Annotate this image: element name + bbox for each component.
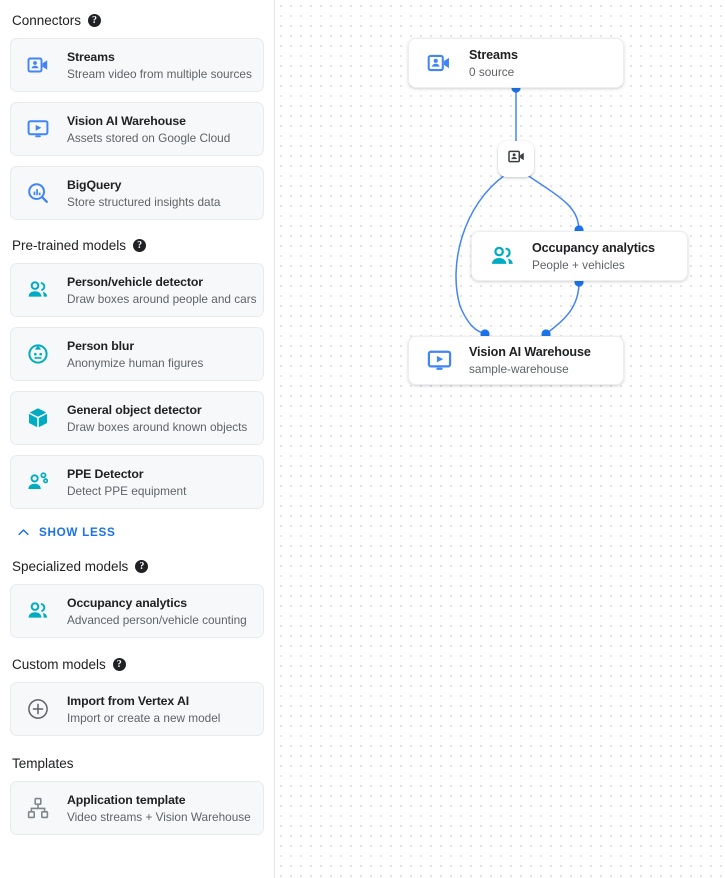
section-header-templates: Templates: [10, 756, 264, 771]
edge-mini-to-warehouse: [455, 174, 506, 335]
section-header-specialized-models: Specialized models ?: [10, 559, 264, 574]
section-header-custom-models: Custom models ?: [10, 657, 264, 672]
graph-node-title: Streams: [469, 47, 518, 62]
show-less-label: SHOW LESS: [39, 526, 116, 539]
account-tree-icon: [25, 795, 51, 821]
edge-occupancy-to-warehouse: [545, 281, 580, 335]
people-icon: [25, 277, 51, 303]
sidebar-item-bigquery[interactable]: BigQuery Store structured insights data: [10, 166, 264, 220]
graph-node-subtitle: sample-warehouse: [469, 362, 569, 376]
sidebar-item-occupancy-analytics[interactable]: Occupancy analytics Advanced person/vehi…: [10, 584, 264, 638]
sidebar-item-subtitle: Video streams + Vision Warehouse: [67, 809, 251, 824]
sidebar-item-subtitle: Detect PPE equipment: [67, 483, 187, 498]
graph-node-streams[interactable]: Streams 0 source: [408, 38, 624, 88]
help-icon[interactable]: ?: [135, 560, 149, 573]
sidebar-item-title: Streams: [67, 49, 115, 64]
sidebar-item-title: Vision AI Warehouse: [67, 113, 186, 128]
chevron-up-icon: [16, 525, 31, 540]
sidebar-item-subtitle: Advanced person/vehicle counting: [67, 612, 247, 627]
section-header-connectors: Connectors ?: [10, 13, 264, 28]
sidebar-item-subtitle: Draw boxes around known objects: [67, 419, 248, 434]
sidebar-item-streams[interactable]: Streams Stream video from multiple sourc…: [10, 38, 264, 92]
sidebar-item-vision-ai-warehouse[interactable]: Vision AI Warehouse Assets stored on Goo…: [10, 102, 264, 156]
edge-mini-to-occupancy: [526, 174, 580, 231]
sidebar-item-subtitle: Draw boxes around people and cars: [67, 291, 257, 306]
section-header-pretrained-models: Pre-trained models ?: [10, 238, 264, 253]
help-icon[interactable]: ?: [133, 239, 147, 252]
sidebar-item-subtitle: Import or create a new model: [67, 710, 221, 725]
video-camera-person-icon: [25, 52, 51, 78]
sidebar-item-title: Person/vehicle detector: [67, 274, 203, 289]
component-sidebar: Connectors ? Streams Stream video from m…: [0, 0, 275, 878]
video-camera-person-icon: [425, 49, 453, 77]
ppe-person-icon: [25, 469, 51, 495]
section-title: Connectors: [12, 13, 82, 28]
section-title: Pre-trained models: [12, 238, 127, 253]
sidebar-item-subtitle: Assets stored on Google Cloud: [67, 130, 231, 145]
people-icon: [25, 598, 51, 624]
sidebar-item-title: Occupancy analytics: [67, 595, 188, 610]
graph-canvas[interactable]: Streams 0 source: [275, 0, 725, 878]
people-icon: [488, 242, 516, 270]
sidebar-item-title: Application template: [67, 792, 186, 807]
bigquery-search-icon: [25, 180, 51, 206]
plus-circle-icon: [25, 696, 51, 722]
section-title: Custom models: [12, 657, 106, 672]
sidebar-item-title: Person blur: [67, 338, 134, 353]
sidebar-item-ppe-detector[interactable]: PPE Detector Detect PPE equipment: [10, 455, 264, 509]
graph-node-stream-source-mini[interactable]: [498, 141, 534, 177]
sidebar-item-title: BigQuery: [67, 177, 122, 192]
help-icon[interactable]: ?: [88, 14, 102, 27]
graph-node-title: Occupancy analytics: [532, 240, 655, 255]
sidebar-item-person-blur[interactable]: Person blur Anonymize human figures: [10, 327, 264, 381]
sidebar-item-subtitle: Stream video from multiple sources: [67, 66, 252, 81]
sidebar-item-general-object-detector[interactable]: General object detector Draw boxes aroun…: [10, 391, 264, 445]
section-title: Templates: [12, 756, 74, 771]
show-less-button[interactable]: SHOW LESS: [16, 525, 264, 540]
graph-node-subtitle: People + vehicles: [532, 257, 625, 272]
sidebar-item-subtitle: Anonymize human figures: [67, 355, 204, 370]
sidebar-item-title: PPE Detector: [67, 466, 144, 481]
sidebar-item-import-from-vertex-ai[interactable]: Import from Vertex AI Import or create a…: [10, 682, 264, 736]
graph-node-title: Vision AI Warehouse: [469, 345, 591, 359]
video-camera-person-icon: [507, 147, 526, 171]
sidebar-item-application-template[interactable]: Application template Video streams + Vis…: [10, 781, 264, 835]
sidebar-item-title: General object detector: [67, 402, 202, 417]
section-title: Specialized models: [12, 559, 129, 574]
monitor-play-icon: [25, 116, 51, 142]
graph-node-vision-ai-warehouse[interactable]: Vision AI Warehouse sample-warehouse: [408, 336, 624, 385]
cube-icon: [25, 405, 51, 431]
help-icon[interactable]: ?: [112, 658, 126, 671]
face-blur-icon: [25, 341, 51, 367]
graph-node-subtitle: 0 source: [469, 64, 515, 79]
sidebar-item-subtitle: Store structured insights data: [67, 194, 221, 209]
sidebar-item-title: Import from Vertex AI: [67, 693, 190, 708]
sidebar-item-person-vehicle-detector[interactable]: Person/vehicle detector Draw boxes aroun…: [10, 263, 264, 317]
edge-layer: [455, 83, 584, 339]
monitor-play-icon: [425, 347, 453, 375]
graph-node-occupancy-analytics[interactable]: Occupancy analytics People + vehicles: [471, 231, 688, 281]
